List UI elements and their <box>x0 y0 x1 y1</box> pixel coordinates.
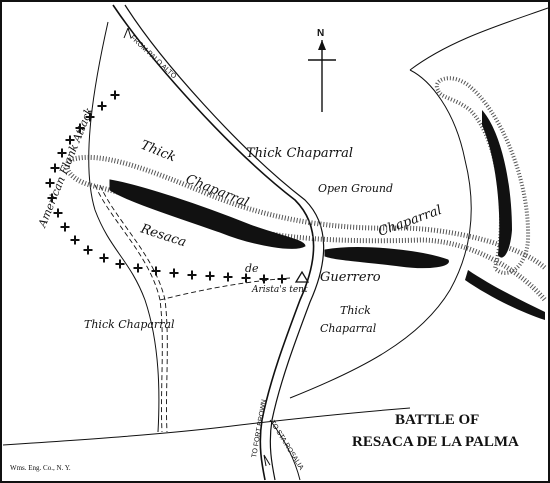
attack-cross <box>205 271 215 281</box>
attack-cross <box>110 90 120 100</box>
label-resaca: Resaca <box>138 221 188 250</box>
title-line-1: BATTLE OF <box>395 412 479 428</box>
right-road-b <box>409 7 549 71</box>
resaca-pool-east <box>324 247 449 269</box>
main-road-edge <box>124 4 325 481</box>
bottom-road <box>2 407 411 446</box>
resaca-pool-west <box>109 179 306 249</box>
attack-cross <box>151 266 161 276</box>
right-road-a <box>289 69 472 399</box>
attack-cross <box>45 178 55 188</box>
loop-pool <box>482 110 512 258</box>
attack-cross <box>50 163 60 173</box>
dashed-trail-c <box>159 277 291 301</box>
attack-cross <box>75 123 85 133</box>
southeast-pool <box>465 270 545 320</box>
american-attack-line <box>45 90 287 284</box>
label-thick-right-b: Chaparral <box>320 322 377 335</box>
main-road <box>112 4 315 481</box>
attack-cross <box>53 208 63 218</box>
attack-cross <box>99 253 109 263</box>
label-from-palo-alto: FROM PALO ALTO <box>129 34 178 80</box>
road-arrow-top <box>123 27 132 39</box>
label-to-fort-brown: TO FORT BROWN <box>251 399 268 458</box>
attack-cross <box>133 263 143 273</box>
attack-cross <box>47 193 57 203</box>
road-arrow-bottom <box>263 454 271 467</box>
aristas-tent-marker <box>294 270 310 283</box>
resaca-lower-edge <box>69 154 547 270</box>
attack-cross <box>60 222 70 232</box>
label-flank-attack: American Flank Attack <box>35 105 95 230</box>
sta-rosalia-road <box>269 419 301 481</box>
attack-cross <box>169 268 179 278</box>
attack-cross <box>277 274 287 284</box>
north-label: N <box>317 28 324 39</box>
left-path <box>88 21 160 433</box>
label-thick-left: Thick Chaparral <box>84 318 175 331</box>
engraver-credit: Wms. Eng. Co., N. Y. <box>10 464 71 472</box>
north-arrow <box>308 40 336 112</box>
attack-cross <box>97 101 107 111</box>
attack-cross <box>83 245 93 255</box>
attack-cross <box>57 148 67 158</box>
attack-cross <box>223 272 233 282</box>
dashed-trail-b <box>99 184 168 433</box>
label-open-ground: Open Ground <box>318 182 393 195</box>
label-de: de <box>245 262 259 275</box>
attack-cross <box>241 273 251 283</box>
label-thick-chaparral-top: Thick Chaparral <box>246 146 353 161</box>
label-thick-mid-a: Thick <box>139 138 178 166</box>
attack-cross <box>259 274 269 284</box>
label-guerrero: Guerrero <box>320 270 381 285</box>
label-to-sta-rosalia: TO STA.ROSALIA <box>268 419 304 471</box>
attack-cross <box>187 270 197 280</box>
title-line-2: RESACA DE LA PALMA <box>352 434 519 450</box>
attack-cross <box>65 135 75 145</box>
label-thick-right-a: Thick <box>340 304 371 317</box>
label-chaparral-right: Chaparral <box>376 203 444 240</box>
attack-cross <box>85 112 95 122</box>
label-aristas-tent: Arista's tent <box>251 285 308 295</box>
dashed-trail-a <box>94 184 163 433</box>
attack-cross <box>115 259 125 269</box>
attack-cross <box>70 235 80 245</box>
